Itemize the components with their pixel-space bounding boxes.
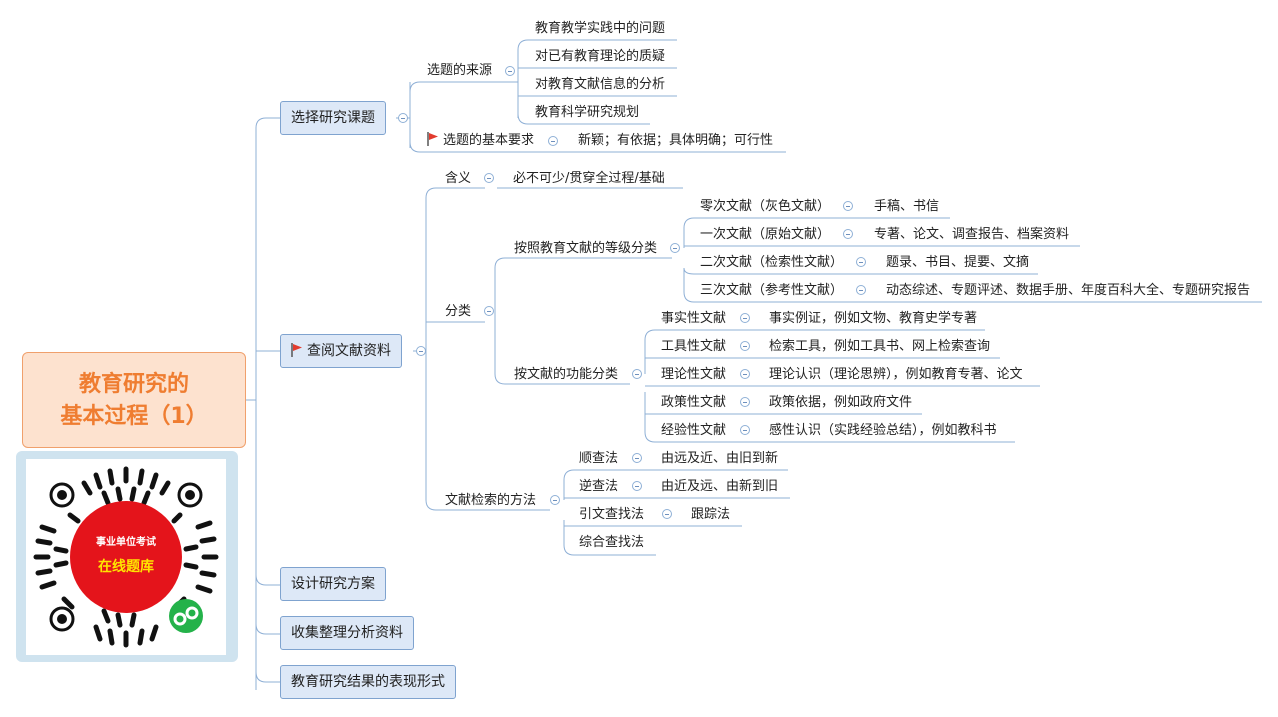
topic-source-item[interactable]: 教育教学实践中的问题 — [535, 21, 666, 36]
method-value[interactable]: 由远及近、由旧到新 — [661, 451, 779, 466]
collapse-icon[interactable] — [670, 243, 680, 253]
collapse-icon[interactable] — [416, 346, 426, 356]
function-key[interactable]: 经验性文献 — [661, 423, 727, 438]
branch-result-forms[interactable]: 教育研究结果的表现形式 — [280, 665, 456, 699]
topic-source[interactable]: 选题的来源 — [427, 63, 493, 78]
level-value[interactable]: 专著、论文、调查报告、档案资料 — [874, 227, 1070, 242]
collapse-icon[interactable] — [843, 201, 853, 211]
lit-classify[interactable]: 分类 — [445, 304, 472, 319]
collapse-icon[interactable] — [740, 369, 750, 379]
classify-by-level[interactable]: 按照教育文献的等级分类 — [514, 241, 658, 256]
collapse-icon[interactable] — [548, 136, 558, 146]
qr-code: 事业单位考试 在线题库 — [26, 459, 226, 655]
collapse-icon[interactable] — [662, 509, 672, 519]
collapse-icon[interactable] — [484, 173, 494, 183]
level-key[interactable]: 二次文献（检索性文献） — [700, 255, 844, 270]
method-key[interactable]: 逆查法 — [579, 479, 619, 494]
qr-pattern: 事业单位考试 在线题库 — [33, 466, 219, 648]
function-value[interactable]: 感性认识（实践经验总结），例如教科书 — [769, 423, 997, 438]
level-key[interactable]: 三次文献（参考性文献） — [700, 283, 844, 298]
level-value[interactable]: 题录、书目、提要、文摘 — [886, 255, 1030, 270]
method-value[interactable]: 跟踪法 — [691, 507, 731, 522]
level-key[interactable]: 零次文献（灰色文献） — [700, 199, 831, 214]
function-key[interactable]: 事实性文献 — [661, 311, 727, 326]
topic-source-item[interactable]: 教育科学研究规划 — [535, 105, 640, 120]
collapse-icon[interactable] — [505, 66, 515, 76]
collapse-icon[interactable] — [632, 481, 642, 491]
classify-by-function[interactable]: 按文献的功能分类 — [514, 367, 619, 382]
collapse-icon[interactable] — [484, 306, 494, 316]
topic-requirement-label: 选题的基本要求 — [443, 133, 535, 148]
lit-search-methods[interactable]: 文献检索的方法 — [445, 493, 537, 508]
root-title-line2: 基本过程（1） — [60, 404, 208, 429]
root-title-line1: 教育研究的 — [78, 372, 189, 397]
method-value[interactable]: 由近及远、由新到旧 — [661, 479, 779, 494]
lit-meaning[interactable]: 含义 — [445, 171, 472, 186]
level-key[interactable]: 一次文献（原始文献） — [700, 227, 831, 242]
topic-requirement[interactable]: 选题的基本要求 — [427, 132, 534, 150]
branch-literature-label: 查阅文献资料 — [307, 343, 391, 359]
collapse-icon[interactable] — [740, 425, 750, 435]
method-key[interactable]: 综合查找法 — [579, 535, 645, 550]
function-value[interactable]: 事实例证，例如文物、教育史学专著 — [769, 311, 978, 326]
flag-icon — [427, 132, 438, 146]
collapse-icon[interactable] — [740, 341, 750, 351]
method-key[interactable]: 引文查找法 — [579, 507, 645, 522]
collapse-icon[interactable] — [843, 229, 853, 239]
branch-select-topic[interactable]: 选择研究课题 — [280, 101, 386, 135]
qr-line2: 在线题库 — [98, 558, 154, 575]
collapse-icon[interactable] — [856, 285, 866, 295]
topic-source-item[interactable]: 对已有教育理论的质疑 — [535, 49, 666, 64]
topic-requirement-value[interactable]: 新颖；有依据；具体明确；可行性 — [578, 133, 774, 148]
level-value[interactable]: 手稿、书信 — [874, 199, 940, 214]
branch-literature[interactable]: 查阅文献资料 — [280, 334, 402, 368]
lit-meaning-value[interactable]: 必不可少/贯穿全过程/基础 — [513, 171, 665, 186]
collapse-icon[interactable] — [856, 257, 866, 267]
branch-design-plan[interactable]: 设计研究方案 — [280, 567, 386, 601]
function-key[interactable]: 工具性文献 — [661, 339, 727, 354]
collapse-icon[interactable] — [632, 369, 642, 379]
level-value[interactable]: 动态综述、专题评述、数据手册、年度百科大全、专题研究报告 — [886, 283, 1251, 298]
function-key[interactable]: 理论性文献 — [661, 367, 727, 382]
collapse-icon[interactable] — [740, 397, 750, 407]
collapse-icon[interactable] — [550, 495, 560, 505]
qr-line1: 事业单位考试 — [96, 535, 156, 548]
collapse-icon[interactable] — [740, 313, 750, 323]
branch-collect-analyze[interactable]: 收集整理分析资料 — [280, 616, 414, 650]
topic-source-item[interactable]: 对教育文献信息的分析 — [535, 77, 666, 92]
collapse-icon[interactable] — [398, 113, 408, 123]
flag-icon — [291, 343, 302, 357]
function-value[interactable]: 理论认识（理论思辨），例如教育专著、论文 — [769, 367, 1023, 382]
collapse-icon[interactable] — [632, 453, 642, 463]
function-value[interactable]: 政策依据，例如政府文件 — [769, 395, 913, 410]
root-topic[interactable]: 教育研究的 基本过程（1） — [22, 352, 246, 448]
function-key[interactable]: 政策性文献 — [661, 395, 727, 410]
method-key[interactable]: 顺查法 — [579, 451, 619, 466]
function-value[interactable]: 检索工具，例如工具书、网上检索查询 — [769, 339, 991, 354]
